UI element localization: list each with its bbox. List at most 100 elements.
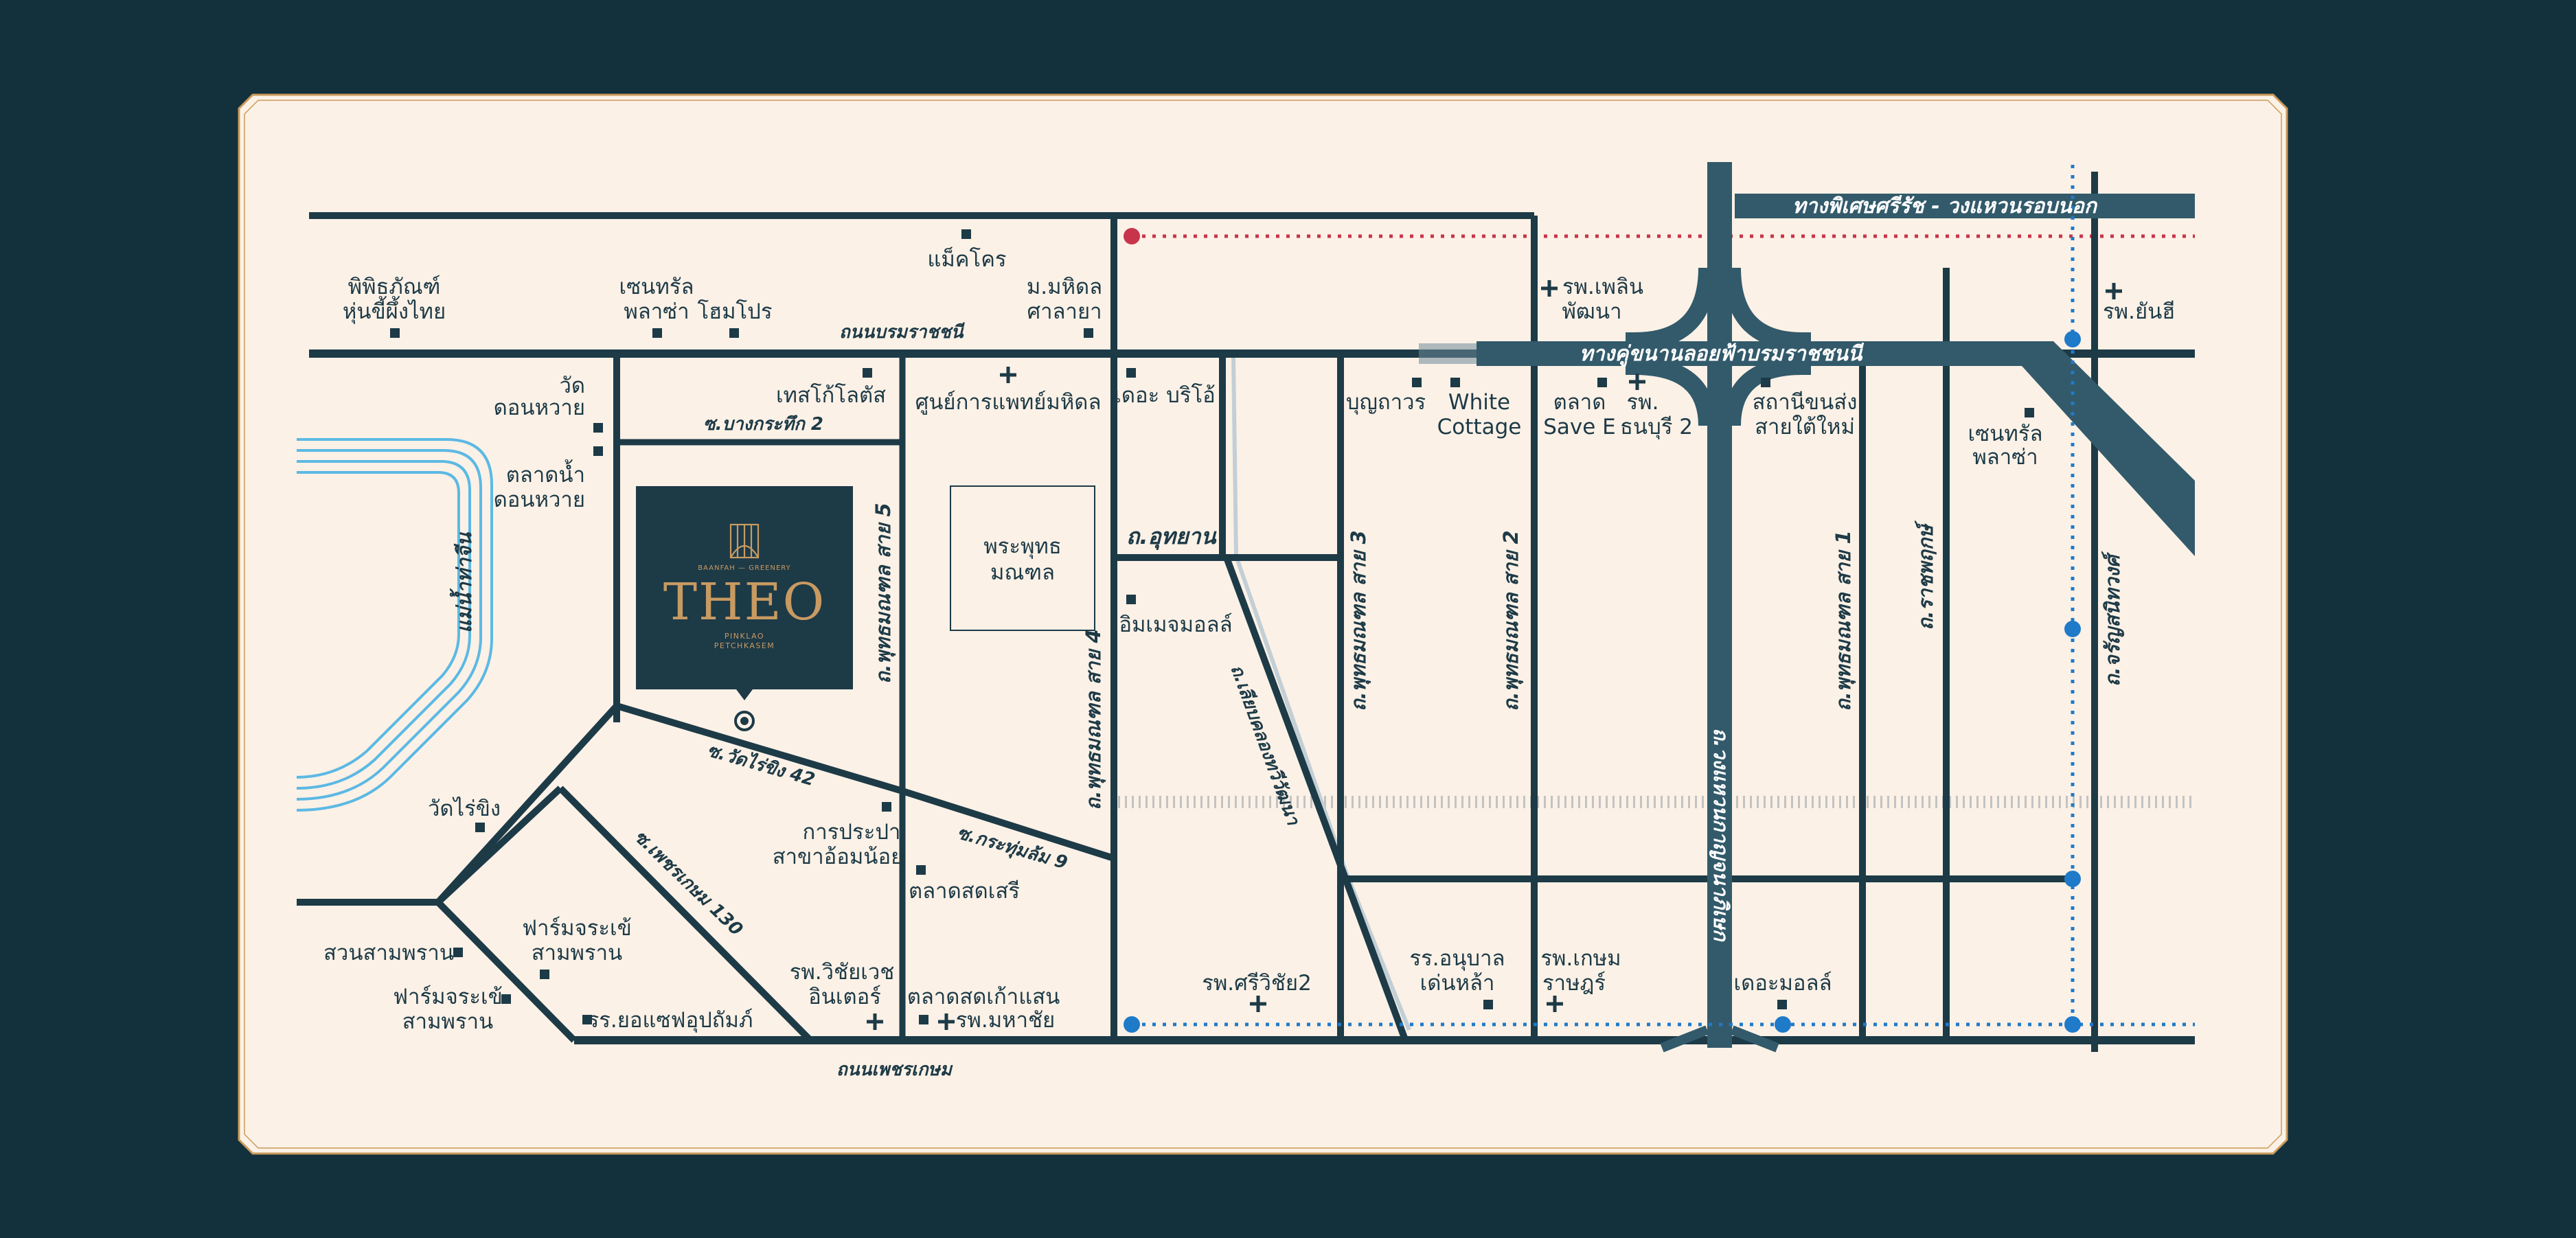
road-wat-rai-khing-42 <box>615 702 1115 862</box>
hospital-icon <box>938 1013 955 1030</box>
marker-square <box>582 1015 592 1024</box>
label-the-mall: เดอะมอลล์ <box>1733 971 1832 996</box>
label-croc-farm-2b: สามพราน <box>402 1009 493 1034</box>
label-croc-farm-2a: ฟาร์มจระเข้ <box>393 985 503 1009</box>
label-river: แม่น้ำท่าจีน <box>449 532 476 633</box>
road-liap-khlong <box>1223 556 1409 1041</box>
label-yanhee: รพ.ยันฮี <box>2103 299 2175 324</box>
road-phetkasem-130 <box>558 786 813 1043</box>
road-southwest-link <box>435 899 577 1043</box>
label-phetkasem: ถนนเพชรเกษม <box>836 1059 953 1080</box>
label-don-wai-market-1: ตลาดน้ำ <box>506 459 585 488</box>
marker-square <box>1761 378 1770 387</box>
label-mahidol-1: ม.มหิดล <box>1027 275 1102 299</box>
label-uthayan: ถ.อุทยาน <box>1126 523 1217 550</box>
label-makro: แม็คโคร <box>927 247 1006 272</box>
marker-square <box>453 948 463 957</box>
marker-square <box>882 802 891 812</box>
project-name: THEO <box>663 573 826 632</box>
label-southern-bus-1: สถานีขนส่ง <box>1753 390 1858 415</box>
map-panel-inner-frame <box>244 100 2282 1149</box>
label-homepro: โฮมโปร <box>698 299 773 324</box>
marker-square <box>390 328 400 338</box>
label-thonburi2-1: รพ. <box>1627 390 1659 415</box>
marker-square <box>593 446 603 456</box>
label-wat-rai-khing: วัดไร่ขิง <box>428 796 501 821</box>
label-boonthavorn: บุญถาวร <box>1346 390 1426 415</box>
label-phutthamonthon-5: ถ.พุทธมณฑล สาย 5 <box>871 503 896 684</box>
hospital-markers <box>867 280 2122 1030</box>
label-charansanitwong: ถ.จรัญสนิทวงศ์ <box>2101 551 2125 687</box>
marker-square <box>593 423 603 433</box>
label-mahidol-2: ศาลายา <box>1027 299 1102 324</box>
marker-square <box>1483 1000 1493 1009</box>
label-central-salaya-2: พลาซ่า <box>624 299 689 324</box>
marker-square <box>1412 378 1422 387</box>
label-save-e-2: Save E <box>1543 415 1616 439</box>
blue-line-stations <box>1124 331 2081 1033</box>
hospital-icon <box>867 1013 883 1030</box>
label-museum-2: หุ่นขี้ผึ้งไทย <box>343 296 446 325</box>
expressway-parallel-fade <box>1419 343 1490 364</box>
blue-station <box>1124 1016 1140 1033</box>
hospital-icon <box>1000 367 1016 383</box>
label-kanchanaphisek: ถ.วงแหวนกาญจนาภิเษก <box>1709 728 1733 943</box>
label-sot-sree-market: ตลาดสดเสรี <box>909 879 1020 904</box>
label-kasemrad-1: รพ.เกษม <box>1540 946 1621 971</box>
project-brand: BAANFAH — GREENERY <box>698 564 790 572</box>
expressway-borommaratchachonnani <box>1477 341 2026 366</box>
label-wat-don-wai-1: วัด <box>559 374 585 398</box>
blue-station <box>2064 621 2081 637</box>
label-phutthamonthon-2: มณฑล <box>990 560 1055 585</box>
hospital-icon <box>1547 996 1563 1012</box>
label-ratchaphruek: ถ.ราชพฤกษ์ <box>1914 520 1937 630</box>
label-save-e-1: ตลาด <box>1553 390 1606 415</box>
label-phutthamonthon-2: ถ.พุทธมณฑล สาย 2 <box>1499 530 1524 711</box>
place-markers <box>390 229 2034 1024</box>
marker-square <box>916 865 926 875</box>
expressway-east-ramp-2 <box>2008 341 2195 556</box>
label-phutthamonthon-1: พระพุทธ <box>983 534 1062 560</box>
label-kasemrad-2: ราษฎร์ <box>1542 971 1606 996</box>
marker-square <box>1084 328 1093 338</box>
expressway-si-rat <box>1735 194 2195 218</box>
blue-station <box>2064 1016 2081 1033</box>
marker-square <box>919 1015 928 1024</box>
label-borommaratchachonnani: ถนนบรมราชชนี <box>839 322 965 343</box>
theo-logo-icon <box>729 523 760 559</box>
label-central-pinklao-2: พลาซ่า <box>1972 445 2038 470</box>
expressway-kanchanaphisek <box>1707 162 1732 1048</box>
expressway-interchange-right <box>1723 267 1811 426</box>
label-waterworks-2: สาขาอ้อมน้อย <box>773 845 904 869</box>
marker-square <box>961 229 971 239</box>
blue-station <box>2064 871 2081 887</box>
label-white-cottage-2: Cottage <box>1437 415 1522 439</box>
label-southern-bus-2: สายใต้ใหม่ <box>1755 415 1855 439</box>
label-don-wai-market-2: ดอนหวาย <box>494 488 585 512</box>
label-croc-farm-1a: ฟาร์มจระเข้ <box>522 916 632 941</box>
label-the-brio: เดอะ บริโอ้ <box>1114 383 1215 408</box>
project-sub-1: PINKLAO <box>725 632 764 641</box>
label-ploenpat-1: รพ.เพลิน <box>1562 275 1643 299</box>
red-line-station <box>1124 228 1140 244</box>
label-phutthamonthon-1: ถ.พุทธมณฑล สาย 1 <box>1832 530 1856 711</box>
label-phutthamonthon-4: ถ.พุทธมณฑล สาย 4 <box>1082 629 1106 810</box>
marker-square <box>729 328 739 338</box>
label-mahidol-medical: ศูนย์การแพทย์มหิดล <box>915 390 1102 415</box>
label-mahachai: รพ.มหาชัย <box>956 1008 1055 1033</box>
road-west-link-2 <box>435 786 563 905</box>
marker-square <box>540 970 549 979</box>
label-expressway-si-rat: ทางพิเศษศรีรัช - วงแหวนรอบนอก <box>1792 194 2098 218</box>
marker-square <box>1450 378 1460 387</box>
marker-square <box>1126 595 1136 604</box>
hospital-icon <box>1629 374 1645 390</box>
expressway-interchange-left <box>1626 267 1716 426</box>
label-assumption-school: รร.ยอแซฟอุปถัมภ์ <box>588 1008 753 1033</box>
place-labels: พิพิธภัณฑ์ หุ่นขี้ผึ้งไทย เซนทรัล พลาซ่า… <box>323 247 2175 1034</box>
label-expressway-parallel: ทางคู่ขนานลอยฟ้าบรมราชชนนี <box>1580 342 1865 367</box>
label-wat-don-wai-2: ดอนหวาย <box>494 396 585 420</box>
tha-chin-river <box>296 438 493 812</box>
blue-station <box>1775 1016 1791 1033</box>
label-croc-farm-1b: สามพราน <box>532 941 622 965</box>
marker-square <box>863 368 872 378</box>
